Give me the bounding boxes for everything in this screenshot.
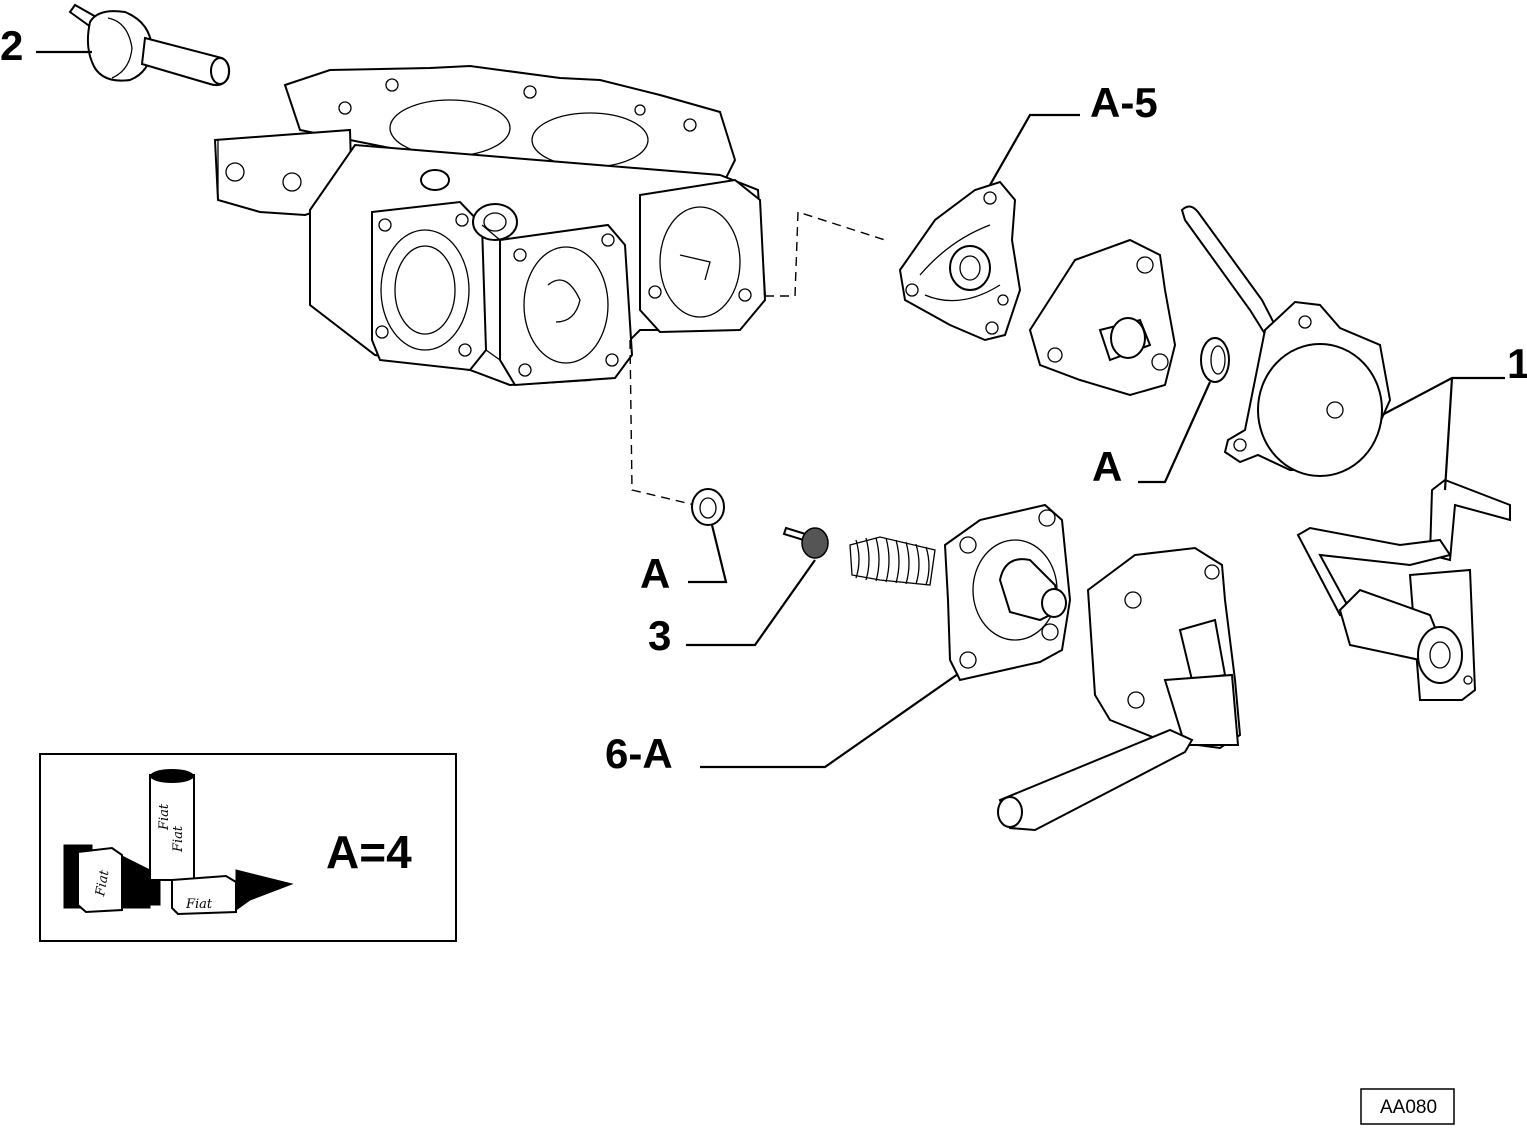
leader-3 [686, 559, 816, 647]
box-label-2: Fiat [185, 897, 213, 912]
callout-6a: 6-A [605, 730, 673, 777]
reference-code-box: AA080 [1360, 1088, 1455, 1125]
leader-a-left [688, 524, 728, 584]
spring [849, 536, 936, 586]
callout-a-left: A [640, 550, 670, 597]
part-2-sensor [68, 3, 231, 87]
reference-code: AA080 [1380, 1097, 1437, 1118]
callout-2: 2 [0, 22, 23, 69]
can-label-1: Fiat [157, 803, 172, 831]
leader-1 [1381, 376, 1505, 416]
leader-1b [1443, 377, 1454, 491]
seal-ring-right [1200, 337, 1230, 383]
legend-label: A=4 [326, 826, 412, 878]
callout-a-right: A [1092, 443, 1122, 490]
part-6a-diaphragm [943, 503, 1072, 682]
callout-a5: A-5 [1090, 79, 1158, 126]
part-1-vacuum-actuator [1180, 205, 1511, 701]
part-3-check-valve [782, 526, 829, 559]
callout-3: 3 [648, 612, 671, 659]
part-a5-diaphragm-cover [898, 180, 1022, 342]
carburetor-body [213, 64, 767, 387]
leader-6a [700, 673, 959, 769]
lever-housing [997, 546, 1242, 832]
callout-1: 1 [1507, 340, 1527, 387]
leader-a5 [989, 113, 1080, 186]
dash-body-to-cover [765, 211, 886, 297]
seal-ring-left [691, 488, 725, 526]
legend-box: Fiat Fiat Fiat Fiat A=4 [39, 753, 457, 942]
can-label-2: Fiat [171, 825, 186, 853]
box-label-1: Fiat [93, 868, 113, 898]
pump-housing [1028, 238, 1177, 397]
leader-a-right [1138, 381, 1212, 484]
dash-body-to-seal [629, 339, 696, 506]
